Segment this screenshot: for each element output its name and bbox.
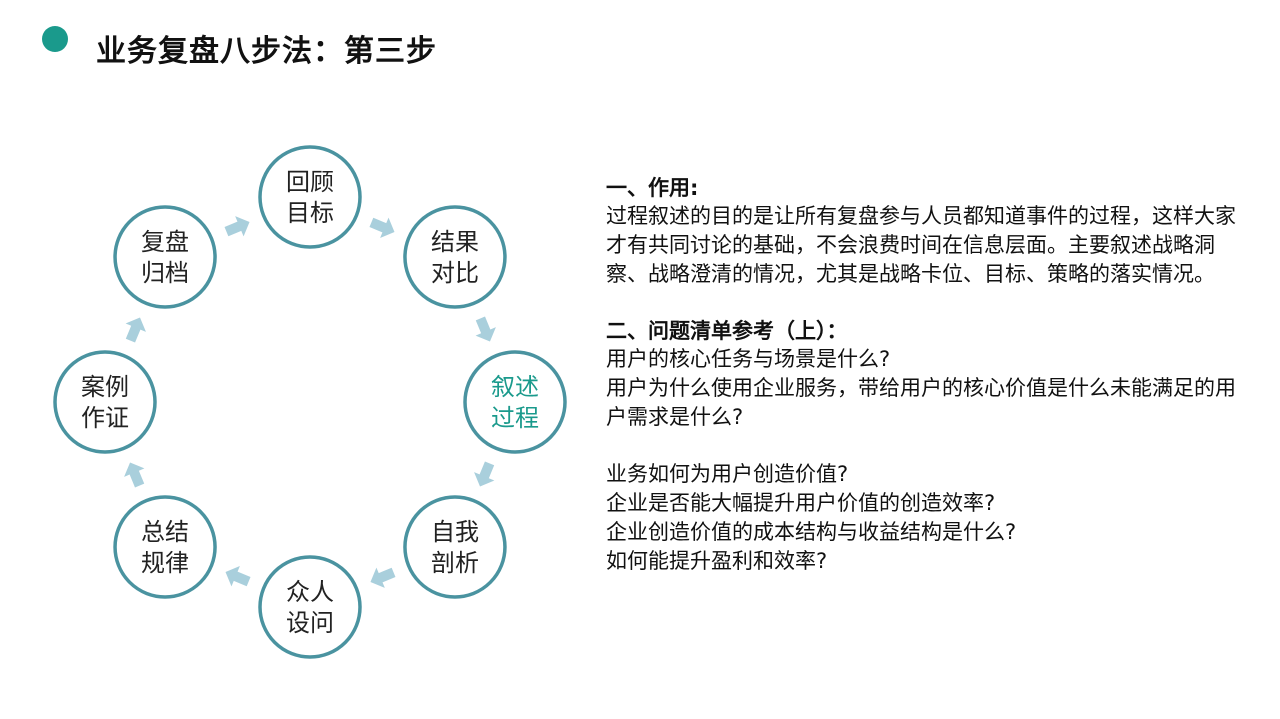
section1-body: 过程叙述的目的是让所有复盘参与人员都知道事件的过程，这样大家才有共同讨论的基础，…: [606, 204, 1236, 286]
cycle-node-label: 回顾: [286, 168, 334, 196]
cycle-node-label: 剖析: [431, 549, 479, 577]
cycle-node-label: 归档: [141, 259, 189, 287]
section1-heading: 一、作用:: [606, 176, 699, 200]
section2-heading: 二、问题清单参考（上）：: [606, 319, 848, 343]
question-line: 如何能提升盈利和效率?: [606, 549, 828, 573]
question-group-1: 用户的核心任务与场景是什么? 用户为什么使用企业服务，带给用户的核心价值是什么未…: [606, 345, 1246, 432]
description-panel: 一、作用: 过程叙述的目的是让所有复盘参与人员都知道事件的过程，这样大家才有共同…: [606, 174, 1246, 576]
cycle-node-circle: [53, 350, 157, 454]
cycle-arrow: [225, 566, 251, 587]
cycle-node-label: 目标: [286, 199, 334, 227]
question-line: 用户为什么使用企业服务，带给用户的核心价值是什么未能满足的用户需求是什么?: [606, 376, 1236, 429]
question-group-2: 业务如何为用户创造价值? 企业是否能大幅提升用户价值的创造效率? 企业创造价值的…: [606, 460, 1246, 576]
cycle-node-label: 总结: [141, 518, 189, 546]
cycle-node-label: 自我: [431, 518, 479, 546]
question-line: 企业创造价值的成本结构与收益结构是什么?: [606, 520, 1017, 544]
question-line: 业务如何为用户创造价值?: [606, 462, 849, 486]
cycle-node-circle: [463, 350, 567, 454]
cycle-node-label: 叙述: [491, 373, 539, 401]
cycle-arrow: [124, 462, 145, 488]
cycle-node-circle: [403, 495, 507, 599]
cycle-node-label: 复盘: [141, 228, 189, 256]
cycle-arrow: [369, 217, 395, 238]
cycle-node-label: 设问: [286, 609, 334, 637]
cycle-node-circle: [403, 205, 507, 309]
cycle-arrow: [125, 317, 146, 343]
question-line: 用户的核心任务与场景是什么?: [606, 347, 891, 371]
cycle-node-circle: [258, 555, 362, 659]
cycle-node-circle: [113, 495, 217, 599]
page-title: 业务复盘八步法：第三步: [96, 34, 437, 69]
cycle-arrow: [224, 216, 250, 237]
cycle-arrow: [370, 567, 396, 588]
cycle-node-circle: [113, 205, 217, 309]
cycle-node-label: 结果: [431, 228, 479, 256]
cycle-node-label: 案例: [81, 373, 129, 401]
cycle-arrow: [475, 316, 496, 342]
cycle-node-label: 众人: [286, 578, 334, 606]
title-bullet-dot: [42, 26, 68, 52]
question-line: 企业是否能大幅提升用户价值的创造效率?: [606, 491, 996, 515]
cycle-node-label: 规律: [141, 549, 189, 577]
cycle-node-label: 过程: [491, 404, 539, 432]
cycle-node-circle: [258, 145, 362, 249]
cycle-node-label: 作证: [81, 404, 129, 432]
cycle-node-label: 对比: [431, 259, 479, 287]
cycle-arrow: [474, 461, 495, 487]
